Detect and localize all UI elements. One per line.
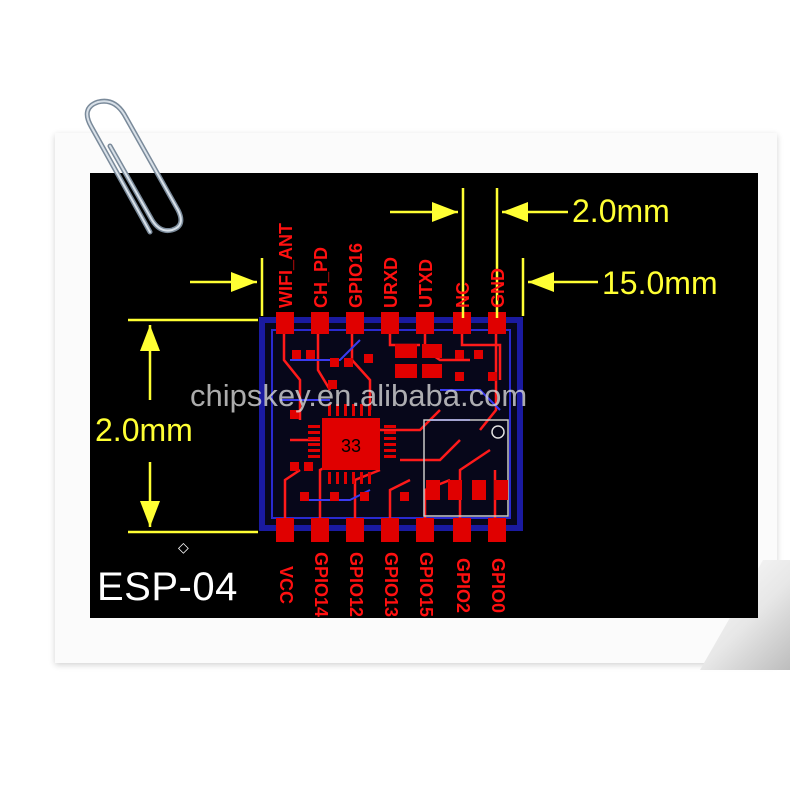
pin-label-gpio14: GPIO14 [311,552,331,618]
top-pads [276,312,506,334]
right-pad-group [423,419,509,517]
pin-label-urxd: URXD [381,256,401,308]
pin-label-gpio2: GPIO2 [453,558,473,614]
dimension-height: 2.0mm [95,412,193,448]
chip-label: 33 [341,436,361,456]
paperclip-icon [84,98,184,235]
ic-pins [308,404,396,484]
pin-label-gnd: GND [488,268,508,308]
bottom-pads [276,518,506,542]
smd-components [290,344,497,501]
pin-label-gpio16: GPIO16 [346,242,366,308]
pin-label-gpio15: GPIO15 [416,552,436,618]
pin-label-vcc: VCC [276,566,296,605]
pin-label-gpio13: GPIO13 [381,552,401,618]
pin-label-gpio0: GPIO0 [488,558,508,614]
pin-label-ch-pd: CH_PD [311,246,331,308]
pin-label-wifi-ant: WIFI_ANT [276,223,296,308]
module-title: ESP-04 [97,565,238,609]
dimension-pin-pitch: 2.0mm [572,193,670,229]
dimension-width: 15.0mm [602,265,718,301]
pin-label-nc: NC [453,282,473,308]
watermark: chipskey.en.alibaba.com [190,378,528,413]
main-chip [322,418,380,470]
svg-text:◇: ◇ [178,540,189,556]
pin-label-utxd: UTXD [416,259,436,308]
pin-label-gpio12: GPIO12 [346,552,366,618]
arrow-heads [140,202,554,527]
